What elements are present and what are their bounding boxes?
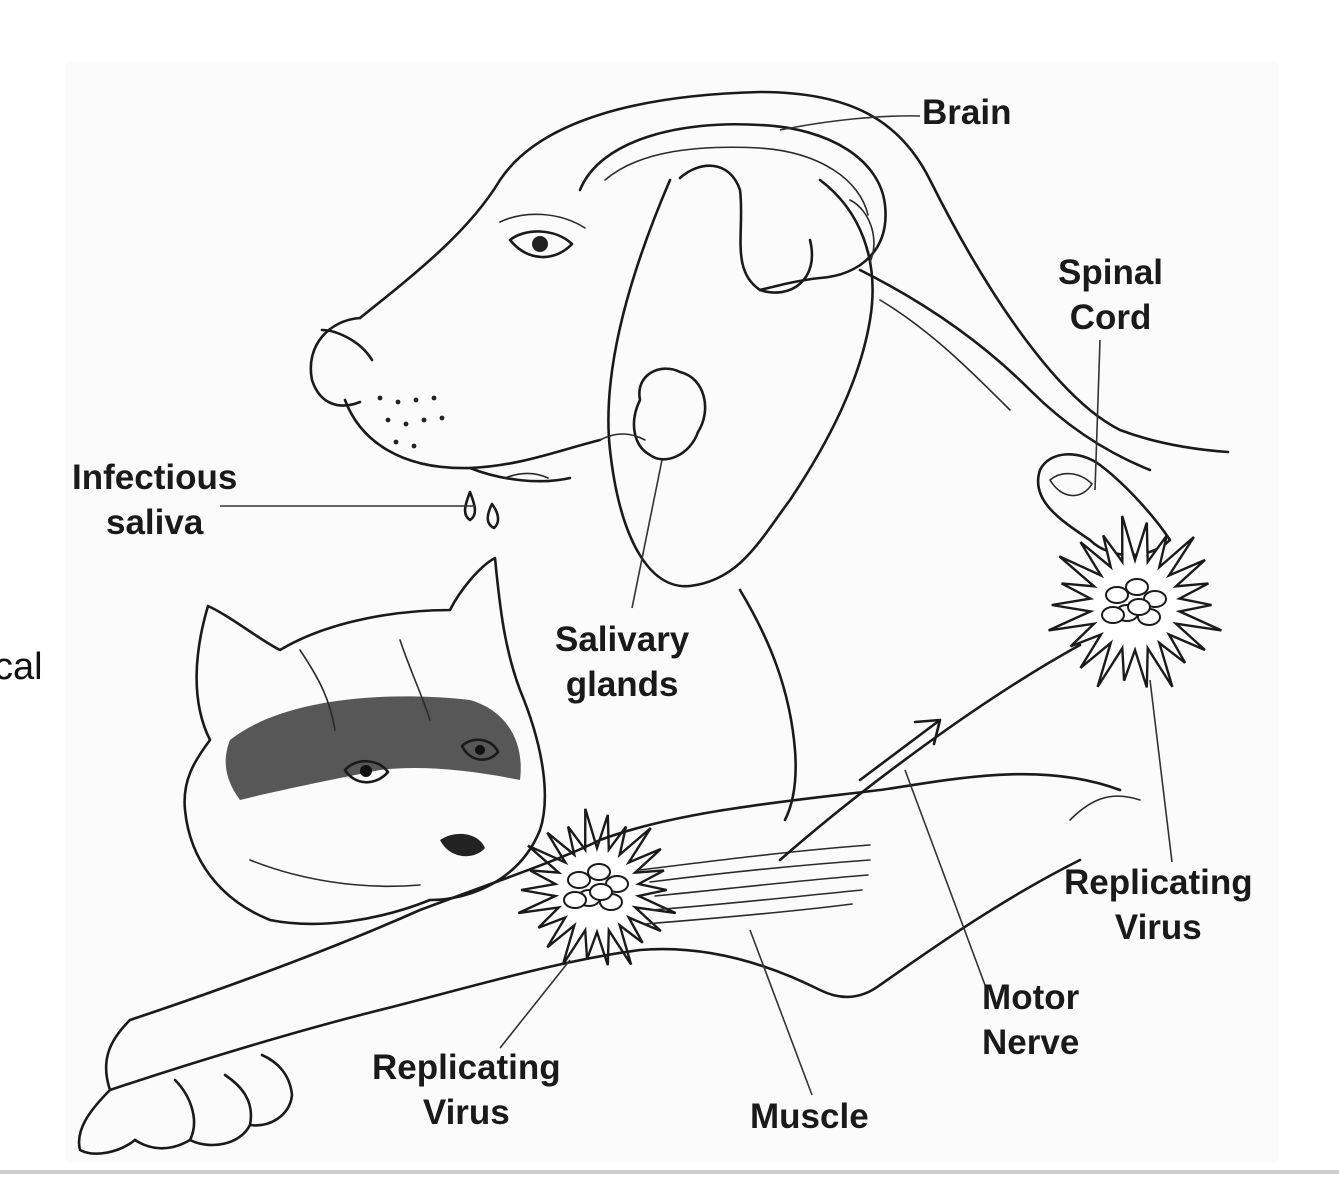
label-replicating-virus-bottom-line2: Virus — [422, 1093, 510, 1132]
label-replicating-virus-right-line1: Replicating — [1064, 863, 1253, 902]
virus-burst-spinal — [1048, 515, 1222, 688]
virus-particle — [1101, 606, 1125, 624]
label-muscle-text: Muscle — [750, 1097, 869, 1136]
label-salivary-glands-line1: Salivary — [555, 620, 690, 659]
illustration-panel — [66, 62, 1278, 1162]
label-infectious-saliva-line2: saliva — [105, 503, 204, 542]
label-replicating-virus-right: Replicating Virus — [1064, 860, 1253, 950]
label-salivary-glands-line2: glands — [565, 665, 679, 704]
label-replicating-virus-bottom-line1: Replicating — [372, 1048, 561, 1087]
spinal-cord-section — [1036, 453, 1172, 557]
virus-particle — [567, 871, 591, 889]
virus-particle — [587, 863, 611, 881]
label-replicating-virus-right-line2: Virus — [1114, 908, 1202, 947]
virus-particle — [589, 883, 613, 901]
label-motor-nerve-line2: Nerve — [982, 1023, 1080, 1062]
label-motor-nerve: Motor Nerve — [982, 975, 1079, 1065]
label-infectious-saliva: Infectious saliva — [72, 455, 237, 545]
virus-particle — [563, 891, 587, 909]
leader-lines — [220, 115, 1173, 1096]
label-infectious-saliva-line1: Infectious — [72, 458, 238, 497]
virus-particle — [1105, 586, 1129, 604]
virus-particle — [1125, 578, 1149, 596]
virus-particle — [1127, 598, 1151, 616]
label-motor-nerve-line1: Motor — [982, 978, 1080, 1017]
virus-burst-bite — [517, 808, 677, 966]
label-brain: Brain — [922, 90, 1011, 135]
raccoon-illustration — [183, 556, 547, 926]
label-brain-text: Brain — [922, 93, 1012, 132]
label-replicating-virus-bottom: Replicating Virus — [372, 1045, 561, 1135]
label-spinal-cord-line1: Spinal — [1058, 253, 1164, 292]
label-salivary-glands: Salivary glands — [555, 617, 689, 707]
cropped-side-text: cal — [0, 646, 43, 688]
arm-illustration — [77, 643, 1141, 1155]
label-spinal-cord: Spinal Cord — [1058, 250, 1163, 340]
whisker-dots — [377, 395, 445, 449]
label-muscle: Muscle — [750, 1094, 869, 1139]
dog-illustration — [309, 90, 1230, 822]
bottom-divider — [0, 1170, 1339, 1174]
label-spinal-cord-line2: Cord — [1069, 298, 1152, 337]
